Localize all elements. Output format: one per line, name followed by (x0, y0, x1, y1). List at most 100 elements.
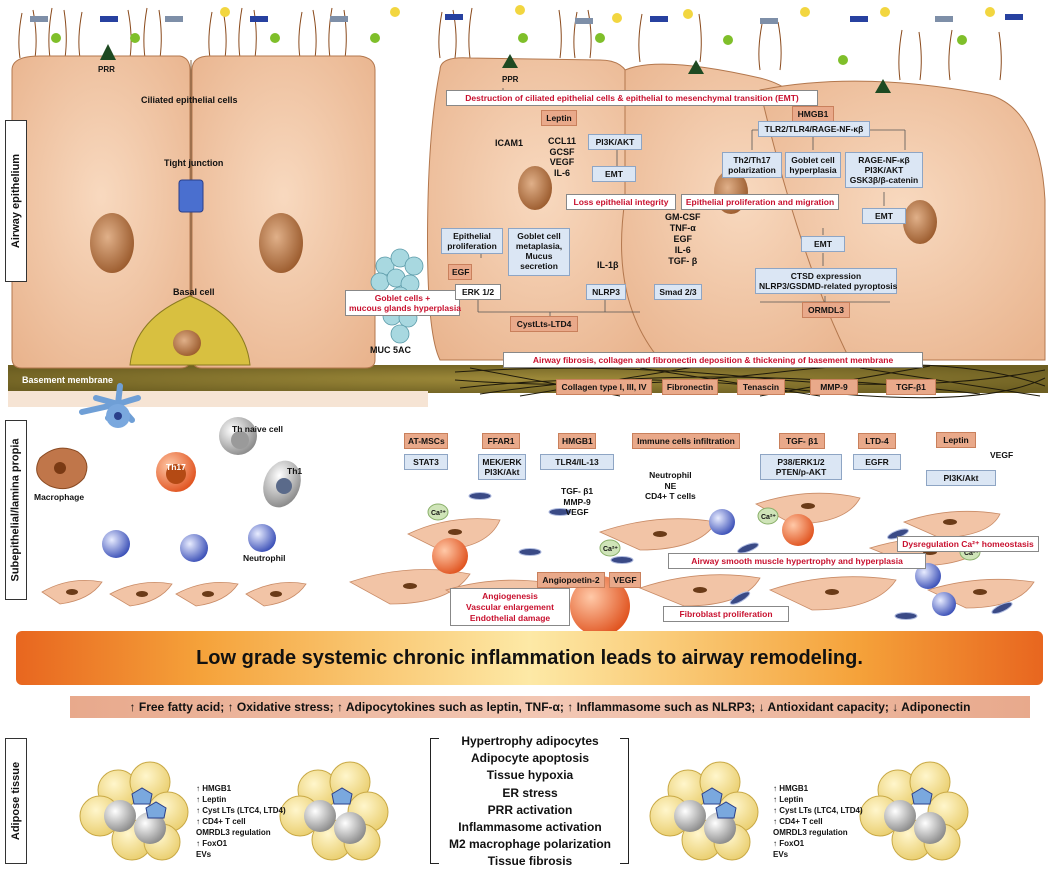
marker-item: OMRDL3 regulation (773, 828, 848, 837)
ormdl3-box: ORMDL3 (802, 302, 850, 318)
cilia (18, 7, 1002, 81)
dysregulation-box: Dysregulation Ca²⁺ homeostasis (897, 536, 1039, 552)
th1-label: Th1 (287, 466, 303, 476)
th17-label: Th17 (166, 462, 186, 472)
marker-item: ↑ CD4+ T cell (196, 817, 246, 826)
erk-box: ERK 1/2 (455, 284, 501, 300)
tlr4-il13-box: TLR4/IL-13 (540, 454, 614, 470)
ffar1-box: FFAR1 (482, 433, 520, 449)
ppr-label: PPR (502, 75, 519, 84)
marker-item: ↑ CD4+ T cell (773, 817, 823, 826)
tlr-box: TLR2/TLR4/RAGE-NF-κβ (758, 121, 870, 137)
pi3k-akt-box: PI3K/AKT (588, 134, 642, 150)
ecm-fibronectin: Fibronectin (662, 379, 718, 395)
epithelial-proliferation-box: Epithelial proliferation (441, 228, 503, 254)
lamina-strip (8, 391, 428, 407)
neutrophil-label: Neutrophil (243, 553, 286, 563)
effect-item: Hypertrophy adipocytes (461, 734, 599, 748)
hmgb1-sub-box: HMGB1 (558, 433, 596, 449)
effect-item: Adipocyte apoptosis (470, 751, 589, 766)
marker-item: ↑ Cyst LTs (LTC4, LTD4) (773, 806, 863, 815)
macrophage-label: Macrophage (34, 492, 85, 502)
pathogens (30, 5, 1023, 65)
bracket-right (620, 738, 629, 864)
asm-hypertrophy-box: Airway smooth muscle hypertrophy and hyp… (668, 553, 926, 569)
ca-label-2: Ca²⁺ (761, 514, 776, 521)
il1b-label: IL-1β (597, 260, 619, 270)
factors-bar: ↑ Free fatty acid; ↑ Oxidative stress; ↑… (70, 696, 1030, 718)
marker-item: ↑ Cyst LTs (LTC4, LTD4) (196, 806, 286, 815)
vessel-cells (427, 503, 981, 636)
angiogenesis-box: Angiogenesis Vascular enlargement Endoth… (450, 588, 570, 626)
fibroblast-prolif-box: Fibroblast proliferation (663, 606, 789, 622)
effect-item: Tissue fibrosis (487, 854, 573, 869)
leptin-sub-box: Leptin (936, 432, 976, 448)
nlrp3-box: NLRP3 (586, 284, 626, 300)
rage-box: RAGE-NF-κβ PI3K/AKT GSK3β/β-catenin (845, 152, 923, 188)
marker-item: EVs (773, 850, 789, 859)
bracket-left (430, 738, 439, 864)
th2-th17-box: Th2/Th17 polarization (722, 152, 782, 178)
marker-item: OMRDL3 regulation (196, 828, 271, 837)
leptin-box: Leptin (541, 110, 577, 126)
emt-box-3: EMT (801, 236, 845, 252)
tgfb1-sub-box: TGF- β1 (779, 433, 825, 449)
marker-item: ↑ Leptin (773, 795, 804, 804)
left-epithelial-cells (11, 44, 376, 369)
th-naive-label: Th naive cell (232, 424, 284, 434)
side-label-adipose: Adipose tissue (5, 738, 27, 864)
basal-cell-label: Basal cell (173, 287, 215, 297)
marker-item: ↑ FoxO1 (773, 839, 805, 848)
ca-label-4: Ca²⁺ (964, 550, 979, 557)
side-label-epithelium: Airway epithelium (5, 120, 27, 282)
emt-box-2: EMT (862, 208, 906, 224)
mek-erk-box: MEK/ERK PI3K/Akt (478, 454, 526, 480)
p38-erk-box: P38/ERK1/2 PTEN/p-AKT (760, 454, 842, 480)
ecm-tgfb1: TGF-β1 (886, 379, 936, 395)
adipose-markers-right: ↑ HMGB1 ↑ Leptin ↑ Cyst LTs (LTC4, LTD4)… (773, 783, 863, 860)
vegf-side-label: VEGF (990, 450, 1014, 460)
main-banner: Low grade systemic chronic inflammation … (16, 631, 1043, 685)
ltd4-box: LTD-4 (858, 433, 896, 449)
prr-label: PRR (98, 65, 115, 74)
tgfb-mmp-vegf-label: TGF- β1 MMP-9 VEGF (561, 486, 594, 517)
epi-prolif-migration-box: Epithelial proliferation and migration (681, 194, 839, 210)
destruction-emt-box: Destruction of ciliated epithelial cells… (446, 90, 818, 106)
ecm-collagen: Collagen type I, III, IV (556, 379, 652, 395)
immune-cells (36, 383, 301, 562)
adipose-effects-list: Hypertrophy adipocytes Adipocyte apoptos… (425, 733, 635, 871)
marker-item: ↑ FoxO1 (196, 839, 228, 848)
adipose-cluster-2 (279, 761, 389, 861)
adipose-cluster-3 (649, 761, 759, 861)
effect-item: Tissue hypoxia (486, 768, 574, 783)
ecm-tenascin: Tenascin (737, 379, 785, 395)
egf-box: EGF (448, 264, 472, 280)
gmcsf-label: GM-CSF TNF-α EGF IL-6 TGF- β (665, 212, 701, 266)
marker-item: EVs (196, 850, 212, 859)
pi3k-akt-sub-box: PI3K/Akt (926, 470, 996, 486)
goblet-metaplasia-box: Goblet cell metaplasia, Mucus secretion (508, 228, 570, 276)
marker-item: ↑ Leptin (196, 795, 227, 804)
icam1-label: ICAM1 (495, 138, 524, 148)
basement-membrane-label: Basement membrane (22, 375, 114, 385)
emt-box-1: EMT (592, 166, 636, 182)
angiopoietin-box: Angiopoetin-2 (537, 572, 605, 588)
ciliated-cells-label: Ciliated epithelial cells (141, 95, 238, 105)
neutrophil-ne-label: Neutrophil NE CD4+ T cells (645, 470, 696, 501)
goblet-hyperplasia-box: Goblet cells + mucous glands hyperplasia (345, 290, 461, 316)
effect-item: PRR activation (487, 802, 573, 817)
ctsd-box: CTSD expression NLRP3/GSDMD-related pyro… (755, 268, 897, 294)
goblet-hyperplasia-right-box: Goblet cell hyperplasia (785, 152, 841, 178)
ca-label-1: Ca²⁺ (431, 510, 446, 517)
cytokines-label: CCL11 GCSF VEGF IL-6 (548, 136, 577, 178)
loss-integrity-box: Loss epithelial integrity (566, 194, 676, 210)
effect-item: Inflammasome activation (458, 820, 602, 835)
effect-item: M2 macrophage polarization (448, 837, 612, 852)
effect-item: ER stress (502, 785, 558, 800)
marker-item: ↑ HMGB1 (773, 784, 809, 793)
muc5ac-label: MUC 5AC (370, 345, 412, 355)
adipose-cluster-1 (79, 761, 189, 861)
smad-box: Smad 2/3 (654, 284, 702, 300)
airway-fibrosis-box: Airway fibrosis, collagen and fibronecti… (503, 352, 923, 368)
adipose-cluster-4 (859, 761, 969, 861)
